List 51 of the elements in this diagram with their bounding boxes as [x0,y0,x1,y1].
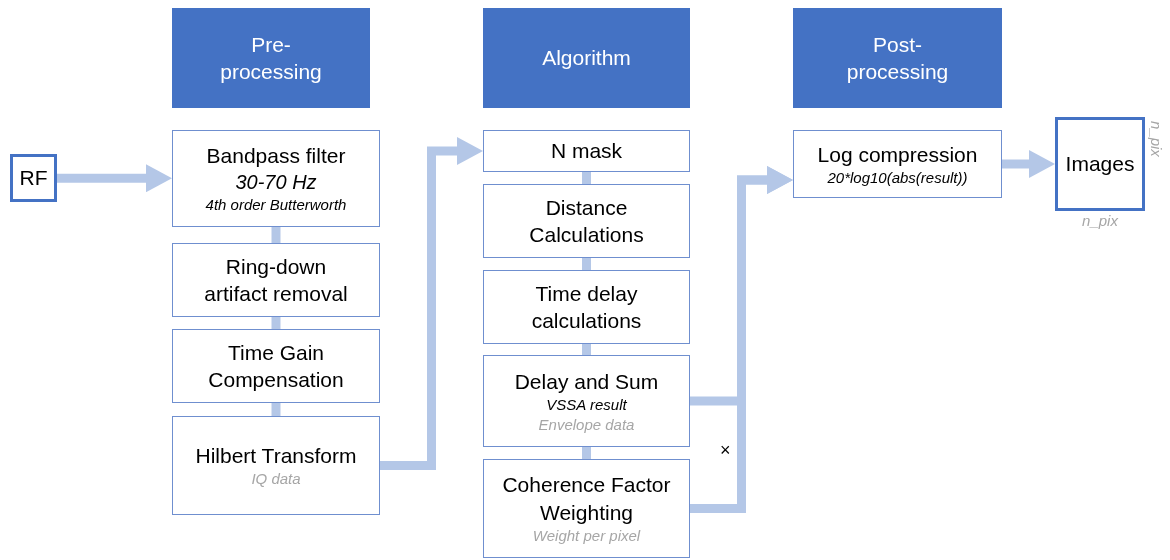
arrow [1002,150,1055,178]
box-note: 4th order Butterworth [205,195,347,215]
process-box [483,355,690,447]
process-box [172,243,380,317]
connector-line [271,403,281,416]
arrow [690,166,793,513]
box-title: Bandpass filter [206,143,346,170]
box-subtitle: 30-70 Hz [235,170,317,196]
process-box [793,130,1002,198]
connector-line [271,227,281,243]
multiply-sign: × [720,440,731,461]
box-title: Distance Calculations [528,194,645,248]
connector-line [582,258,591,270]
process-box [172,130,380,227]
process-box [172,329,380,403]
process-box [483,459,690,558]
box-title: Time Gain Compensation [207,339,345,393]
process-box [483,270,690,344]
box-title: RF [19,165,48,192]
box-note: Weight per pixel [532,526,641,546]
header-box [483,8,690,108]
box-title: Ring-down artifact removal [203,253,349,307]
header-box [172,8,370,108]
connector-line [582,172,591,184]
box-title: Hilbert Transform [195,443,357,470]
dimension-label: n_pix [1081,212,1119,229]
box-note: Envelope data [538,414,635,435]
header-text: Post-processing [845,31,950,85]
header-text: Algorithm [542,45,631,72]
connector-line [582,447,591,459]
process-box [483,130,690,172]
terminal-box [10,154,57,202]
dimension-label: n_pix [1148,121,1165,157]
header-box [793,8,1002,108]
box-note: IQ data [251,469,301,489]
box-title: Delay and Sum [514,368,659,395]
arrow [57,164,172,193]
process-box [172,416,380,515]
process-box [483,184,690,258]
header-text: Pre-processing [219,31,323,85]
connector-line [582,344,591,355]
box-title: Images [1065,151,1135,178]
terminal-box [1055,117,1145,211]
box-title: Log compression [817,141,978,168]
box-title: N mask [550,138,623,165]
arrow [380,137,483,470]
box-title: Coherence Factor Weighting [501,472,672,526]
box-note: VSSA result [546,395,627,415]
box-note: 20*log10(abs(result)) [827,167,968,188]
connector-line [271,317,281,329]
box-title: Time delay calculations [530,280,643,334]
